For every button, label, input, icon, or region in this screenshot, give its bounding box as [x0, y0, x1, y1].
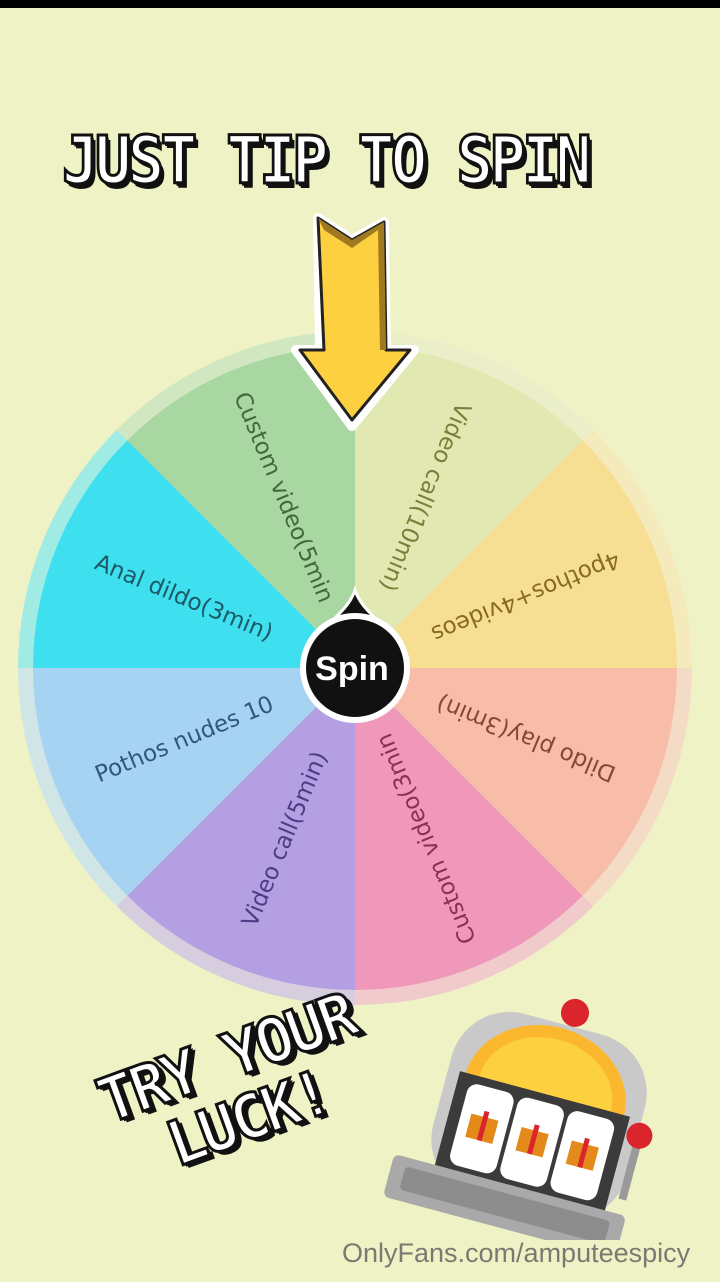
wheel-segment [355, 668, 583, 990]
wheel-segment [127, 668, 355, 991]
wheel-rim-segment [116, 895, 355, 1005]
wheel-rim-segment [582, 429, 692, 668]
wheel-segment [33, 668, 355, 896]
wheel-segment [33, 440, 355, 668]
wheel-segment [127, 346, 355, 668]
headline: JUST TIP TO SPIN [61, 121, 593, 201]
wheel-rim-segment [355, 895, 594, 1005]
wheel-rim-segment [582, 668, 692, 907]
watermark: OnlyFans.com/amputeespicy [342, 1238, 691, 1268]
wheel-segment [355, 440, 677, 668]
wheel-rim-segment [18, 668, 128, 907]
wheel-segment [355, 668, 677, 896]
wheel-segment [355, 346, 583, 668]
wheel-rim-segment [18, 429, 128, 668]
spin-button-label: Spin [315, 650, 389, 688]
top-bar [0, 0, 720, 8]
spin-button[interactable]: Spin [300, 585, 410, 723]
down-arrow-icon [291, 213, 419, 431]
slot-machine-icon [384, 998, 653, 1240]
